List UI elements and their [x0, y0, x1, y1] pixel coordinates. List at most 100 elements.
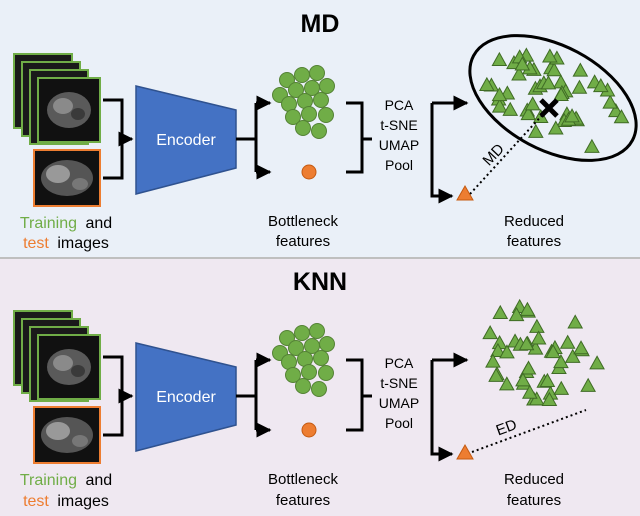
- training-feature-triangle: [567, 314, 584, 329]
- md-test-triangle: [456, 184, 474, 201]
- md-training-image-stack: [13, 53, 101, 145]
- knn-input-bracket-arrow: [103, 355, 134, 437]
- training-feature-triangle: [478, 76, 495, 91]
- training-feature-dot: [285, 367, 301, 383]
- knn-method-umap: UMAP: [379, 395, 419, 411]
- training-feature-triangle: [580, 377, 597, 392]
- knn-training-image-stack: [13, 310, 101, 402]
- md-panel-title: MD: [301, 10, 340, 38]
- md-output-arrows: [430, 95, 469, 204]
- training-feature-triangle: [520, 106, 537, 121]
- md-encoder-output-arrows: [236, 95, 272, 180]
- training-feature-triangle: [488, 367, 504, 382]
- knn-input-label-line2: test images: [23, 493, 109, 510]
- training-feature-triangle: [540, 75, 557, 90]
- training-feature-triangle: [530, 330, 547, 345]
- training-feature-triangle: [508, 306, 525, 322]
- training-feature-triangle: [547, 120, 564, 135]
- training-feature-triangle: [519, 301, 536, 316]
- training-feature-dot: [301, 364, 317, 380]
- training-feature-dot: [285, 109, 301, 125]
- md-bottleneck-label-line2: features: [276, 233, 330, 250]
- test-feature-dot: [301, 422, 317, 438]
- md-bottleneck-label-line1: Bottleneck: [268, 213, 339, 230]
- training-feature-triangle: [490, 342, 506, 357]
- knn-output-arrows: [430, 352, 469, 462]
- training-feature-dot: [311, 123, 327, 139]
- knn-reduced-label-line1: Reduced: [504, 471, 564, 488]
- knn-method-pca: PCA: [385, 355, 414, 371]
- training-feature-triangle: [545, 344, 561, 359]
- knn-images-word: images: [57, 493, 109, 510]
- training-feature-triangle: [491, 86, 508, 102]
- md-input-label-line2: test images: [23, 235, 109, 252]
- md-method-pca: PCA: [385, 97, 414, 113]
- knn-features-bracket: [346, 358, 372, 432]
- md-panel: MD Training and test images: [0, 0, 640, 258]
- test-feature-dot: [301, 164, 317, 180]
- md-encoder: [135, 85, 237, 195]
- training-feature-triangle: [498, 376, 515, 391]
- training-feature-triangle: [559, 334, 576, 349]
- knn-panel: KNN Training and test images: [0, 259, 640, 516]
- training-feature-triangle: [529, 318, 545, 333]
- knn-input-label-line1: Training and: [20, 472, 112, 489]
- knn-training-word: Training: [20, 472, 77, 489]
- knn-test-triangle: [456, 443, 474, 460]
- training-feature-triangle: [541, 391, 558, 406]
- md-input-bracket-arrow: [103, 98, 134, 180]
- knn-reduced-label-line2: features: [507, 492, 561, 509]
- md-training-word: Training: [20, 215, 77, 232]
- training-feature-triangle: [518, 336, 535, 351]
- md-distance-line: [469, 111, 546, 195]
- training-feature-triangle: [521, 384, 538, 399]
- training-feature-triangle: [527, 123, 544, 138]
- knn-distance-label: ED: [494, 416, 520, 439]
- training-feature-dot: [318, 365, 334, 381]
- md-method-pool: Pool: [385, 157, 413, 173]
- training-feature-dot: [313, 92, 329, 108]
- knn-method-tsne: t-SNE: [380, 375, 417, 391]
- md-centroid-marker: [539, 98, 559, 118]
- knn-distance-line: [471, 409, 587, 453]
- training-feature-triangle: [546, 62, 562, 77]
- training-feature-dot: [319, 336, 335, 352]
- training-feature-triangle: [571, 79, 588, 94]
- knn-test-image: [33, 406, 101, 464]
- knn-method-pool: Pool: [385, 415, 413, 431]
- training-feature-triangle: [520, 360, 537, 375]
- knn-encoder-label: Encoder: [156, 389, 216, 406]
- md-encoder-label: Encoder: [156, 132, 216, 149]
- md-images-word: images: [57, 235, 109, 252]
- training-feature-dot: [295, 378, 311, 394]
- training-feature-dot: [294, 325, 310, 341]
- training-feature-triangle: [602, 94, 619, 109]
- training-feature-triangle: [592, 77, 609, 93]
- knn-bottleneck-feature-dots: [272, 323, 335, 438]
- training-feature-triangle: [584, 138, 600, 153]
- md-and-word: and: [85, 215, 112, 232]
- training-feature-triangle: [553, 353, 569, 369]
- md-test-image: [33, 149, 101, 207]
- md-reduced-feature-triangles: [478, 47, 630, 153]
- md-reduced-label-line1: Reduced: [504, 213, 564, 230]
- md-method-umap: UMAP: [379, 137, 419, 153]
- md-distribution-ellipse: [468, 34, 638, 162]
- training-feature-triangle: [485, 353, 501, 368]
- md-input-label-line1: Training and: [20, 215, 112, 232]
- training-feature-triangle: [502, 101, 519, 116]
- training-feature-triangle: [511, 66, 527, 81]
- knn-bottleneck-label-line2: features: [276, 492, 330, 509]
- md-test-word: test: [23, 235, 49, 252]
- md-bottleneck-feature-dots: [272, 65, 335, 180]
- training-feature-triangle: [491, 98, 508, 113]
- training-feature-dot: [279, 72, 295, 88]
- training-feature-dot: [288, 82, 304, 98]
- training-feature-triangle: [573, 340, 589, 355]
- knn-panel-title: KNN: [293, 268, 347, 296]
- training-feature-triangle: [492, 304, 509, 319]
- training-feature-dot: [318, 107, 334, 123]
- knn-bottleneck-label-line1: Bottleneck: [268, 471, 339, 488]
- training-feature-triangle: [542, 48, 558, 63]
